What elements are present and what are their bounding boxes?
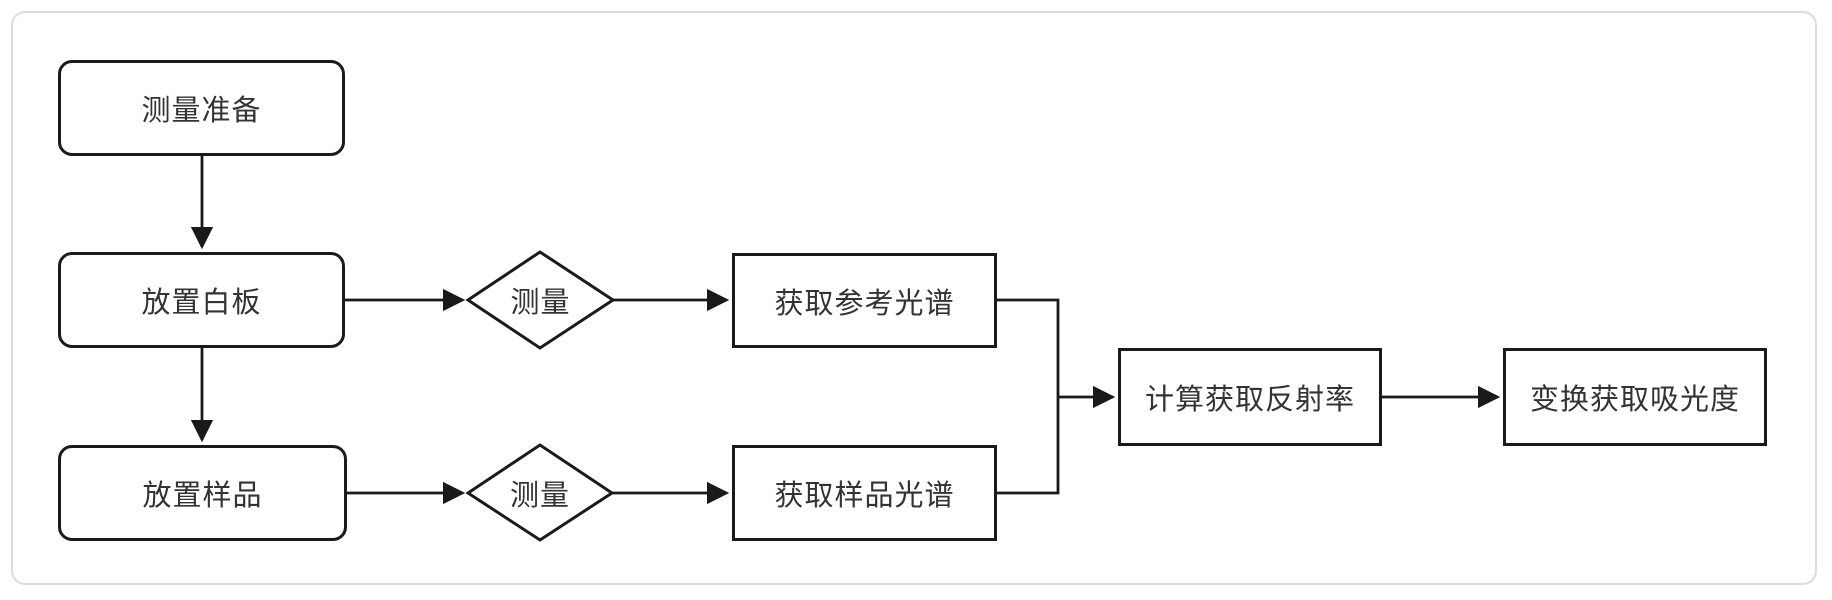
node-place-sample[interactable]: 放置样品 [58, 445, 347, 541]
canvas-frame [11, 11, 1817, 585]
node-get-sample-spectrum[interactable]: 获取样品光谱 [732, 445, 997, 541]
node-compute-reflectance[interactable]: 计算获取反射率 [1118, 348, 1382, 446]
node-prepare[interactable]: 测量准备 [58, 60, 345, 156]
node-compute-reflectance-label: 计算获取反射率 [1144, 382, 1355, 416]
node-get-reference-spectrum-label: 获取参考光谱 [774, 285, 955, 320]
node-transform-absorbance[interactable]: 变换获取吸光度 [1503, 348, 1767, 446]
node-place-whiteboard-label: 放置白板 [141, 285, 262, 319]
node-transform-absorbance-label: 变换获取吸光度 [1529, 382, 1740, 416]
edge-spectra-merge [997, 298, 1060, 495]
diamond-measure-reference[interactable] [465, 250, 616, 350]
diamond-measure-sample[interactable] [465, 443, 615, 542]
node-get-sample-spectrum-label: 获取样品光谱 [774, 478, 955, 512]
node-prepare-label: 测量准备 [141, 93, 262, 127]
node-place-whiteboard[interactable]: 放置白板 [58, 252, 345, 348]
node-place-sample-label: 放置样品 [142, 478, 263, 512]
node-get-reference-spectrum[interactable]: 获取参考光谱 [732, 253, 997, 348]
